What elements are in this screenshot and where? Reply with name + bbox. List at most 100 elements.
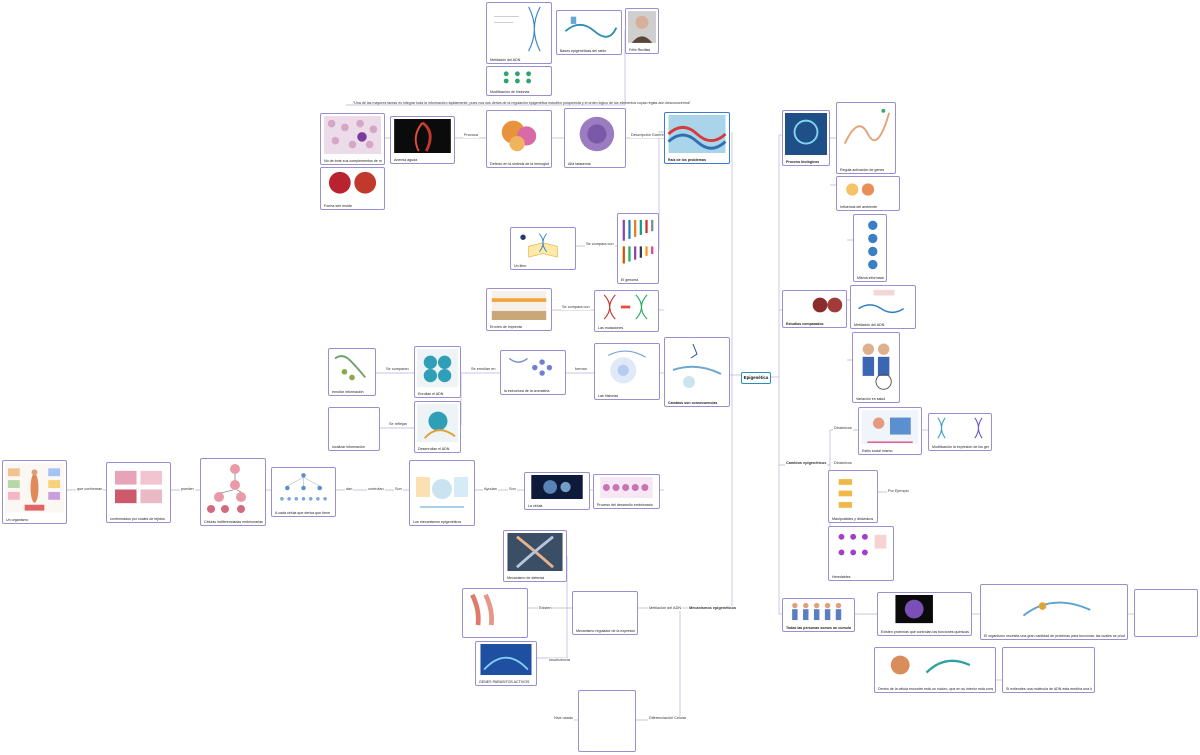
card-cambios-consecuencias[interactable]: Cambios son consecuencias [664, 337, 730, 407]
mecanismo-regulador-caption: Mecanismo regulador de la expresión géni… [576, 628, 635, 633]
vacia-derecha-empty [1137, 592, 1195, 626]
misma-informacion-image [856, 217, 884, 271]
quote-text: "Una de las mayores tareas es integrar t… [353, 101, 691, 105]
dentro-celula-image [877, 650, 993, 682]
mecanismos-epigeneticos-image [412, 463, 472, 515]
organismo-image [5, 463, 64, 513]
label-se-compara-con2: Se compara con [585, 242, 615, 247]
card-heredables[interactable]: Heredables [828, 526, 894, 581]
card-enrollar-informacion[interactable]: enrollar información [328, 348, 376, 396]
card-bases-epigeneticas[interactable]: Bases epigenéticas del ratón [556, 10, 622, 55]
modificacion-expresion-image [931, 416, 989, 440]
card-regula-activacion[interactable]: Regula activación de genes [836, 102, 896, 174]
label-dan: dan [345, 487, 354, 492]
card-estilo-vida[interactable]: Estilo social mismo [858, 407, 922, 455]
si-extendemos-empty [1005, 650, 1092, 682]
central-topic[interactable]: Epigenética [741, 372, 771, 384]
card-defecto-hemoglobina[interactable]: Defecto en la síntesis de la hemoglobina [486, 110, 552, 168]
cambios-epigeneticos-label[interactable]: Cambios epigenéticos [785, 461, 828, 466]
variacion-salud-caption: Variación en salud [856, 396, 886, 401]
manipulables-caption: Manipulables y dinámicos [832, 516, 874, 521]
label-se-compara-con: Se compara con [561, 305, 591, 310]
card-existen-proteinas[interactable]: Existen proteínas que controlan las func… [877, 592, 972, 636]
libro-caption: Un libro [514, 263, 527, 268]
card-modificacion-histonas[interactable]: Modificación de histonas [486, 66, 552, 96]
card-procesos-biologicos[interactable]: Proceso biológicos [782, 110, 830, 166]
card-diferenciacion-vacia[interactable] [578, 690, 636, 752]
label-pueden: pueden [180, 487, 195, 492]
card-mecanismo-defensa[interactable]: Mecanismo de defensa [503, 530, 567, 582]
card-mecanismos-epigeneticos[interactable]: Los mecanismos epigenéticos [409, 460, 475, 526]
card-metilacion-adn-top[interactable]: Metilación del ADN [486, 2, 552, 64]
card-errores-imprenta[interactable]: Errores de imprenta [486, 288, 552, 331]
card-genoma[interactable]: El genoma [617, 213, 659, 284]
card-misma-informacion[interactable]: Misma información genética [853, 214, 887, 282]
card-estudios-comparados[interactable]: Estudios comparados [782, 290, 847, 328]
alfa-talasemia-caption: Alfa talasemia [568, 161, 591, 166]
label-son: Son [394, 487, 403, 492]
card-proceso-desarrollo[interactable]: Proceso del desarrollo embrionario [593, 474, 660, 509]
organismo-necesita-image [983, 587, 1125, 629]
dentro-celula-caption: Dentro de la célula encontré está un núc… [878, 686, 993, 691]
card-celulas-indiferenciadas[interactable]: Células indiferenciadas embrionarias [200, 458, 266, 526]
modificacion-expresion-caption: Modificación la expresión de los genes [932, 444, 989, 449]
todas-personas-image [785, 601, 852, 621]
card-organismo-necesita[interactable]: El organismo necesita una gran cantidad … [980, 584, 1128, 640]
card-alfa-talasemia[interactable]: Alfa talasemia [564, 108, 626, 168]
card-mecanismo-regulador[interactable]: Mecanismo regulador de la expresión géni… [572, 591, 638, 635]
card-anemia-aguda[interactable]: Anemia aguda [390, 116, 455, 164]
card-vacia-derecha[interactable] [1134, 589, 1198, 637]
card-si-extendemos[interactable]: Si extiendes una molécula de ADN esta me… [1002, 647, 1095, 693]
card-variacion-salud[interactable]: Variación en salud [852, 332, 900, 403]
card-localizar-informacion[interactable]: localizar información [328, 407, 380, 451]
genoma-image [620, 216, 656, 273]
influencia-ambiente-caption: Influencia del ambiente [840, 204, 877, 209]
mutaciones-caption: Las mutaciones [598, 325, 624, 330]
card-felix-recillas[interactable]: Félix Recillas [625, 8, 659, 54]
estructura-cromatina-caption: la estructura de la cromatina [504, 388, 550, 393]
card-histonas[interactable]: Las histonas [594, 343, 660, 400]
card-enrollan-adn[interactable]: Enrollan el ADN [414, 346, 461, 398]
card-forma-molde[interactable]: Forma seir molde [320, 167, 385, 210]
label-diferenciacion: Diferenciación Celular [648, 716, 688, 721]
card-metilacion-adn-right[interactable]: Metilación del ADN [850, 285, 916, 329]
genes-parasitos-image [478, 644, 534, 675]
todas-personas-caption: Todas las personas somos un cúmulo de pr… [786, 625, 852, 630]
label-dinamicos: Dinámicos [833, 426, 853, 431]
card-mutaciones[interactable]: Las mutaciones [594, 290, 659, 332]
card-libro[interactable]: Un libro [510, 227, 576, 270]
celulas-indiferenciadas-caption: Células indiferenciadas embrionarias [204, 519, 263, 524]
brazo-image [465, 591, 525, 627]
card-manipulables[interactable]: Manipulables y dinámicos [828, 470, 878, 523]
card-raiz-problemas[interactable]: Raíz de los problemas [664, 112, 730, 164]
card-brazo[interactable] [462, 588, 528, 638]
card-influencia-ambiente[interactable]: Influencia del ambiente [836, 176, 900, 211]
organismo-necesita-caption: El organismo necesita una gran cantidad … [984, 633, 1125, 638]
proceso-desarrollo-caption: Proceso del desarrollo embrionario [597, 502, 653, 507]
label-son2: Son [508, 487, 517, 492]
existen-proteinas-image [880, 595, 969, 625]
procesos-biologicos-caption: Proceso biológicos [786, 159, 820, 164]
localizar-image [331, 410, 377, 440]
heredables-image [831, 529, 891, 570]
card-celula-deriva[interactable]: A cada célula que deriva que tiene [271, 467, 336, 517]
forma-molde-caption: Forma seir molde [324, 203, 352, 208]
card-dentro-celula[interactable]: Dentro de la célula encontré está un núc… [874, 647, 996, 693]
card-tejidos[interactable]: conformados por coales de tejidos [106, 462, 171, 523]
card-organismo[interactable]: Un organismo [2, 460, 67, 524]
label-se-enrollan: Se enrollan en [470, 367, 497, 372]
defecto-hemoglobina-image [489, 113, 549, 157]
label-se-reflejan: Se reflejan [388, 422, 409, 427]
card-modificacion-expresion[interactable]: Modificación la expresión de los genes [928, 413, 992, 451]
celulas-indiferenciadas-image [203, 461, 263, 515]
card-todas-personas[interactable]: Todas las personas somos un cúmulo de pr… [782, 598, 855, 632]
desenrollan-adn-caption: Desenrollan el ADN [418, 446, 450, 451]
card-celula[interactable]: La célula [524, 472, 590, 510]
card-desenrollan-adn[interactable]: Desenrollan el ADN [414, 401, 461, 453]
card-genes-parasitos[interactable]: GENES PARÁSITOS ACTIVOS [475, 641, 537, 686]
label-desciplina: Descripción Guerrero [630, 133, 669, 138]
estilo-vida-caption: Estilo social mismo [862, 448, 893, 453]
cambios-consecuencias-caption: Cambios son consecuencias [668, 400, 718, 405]
card-globulos-rojos[interactable]: No de trote sus complementos de manto [320, 113, 385, 165]
card-estructura-cromatina[interactable]: la estructura de la cromatina [500, 350, 566, 395]
